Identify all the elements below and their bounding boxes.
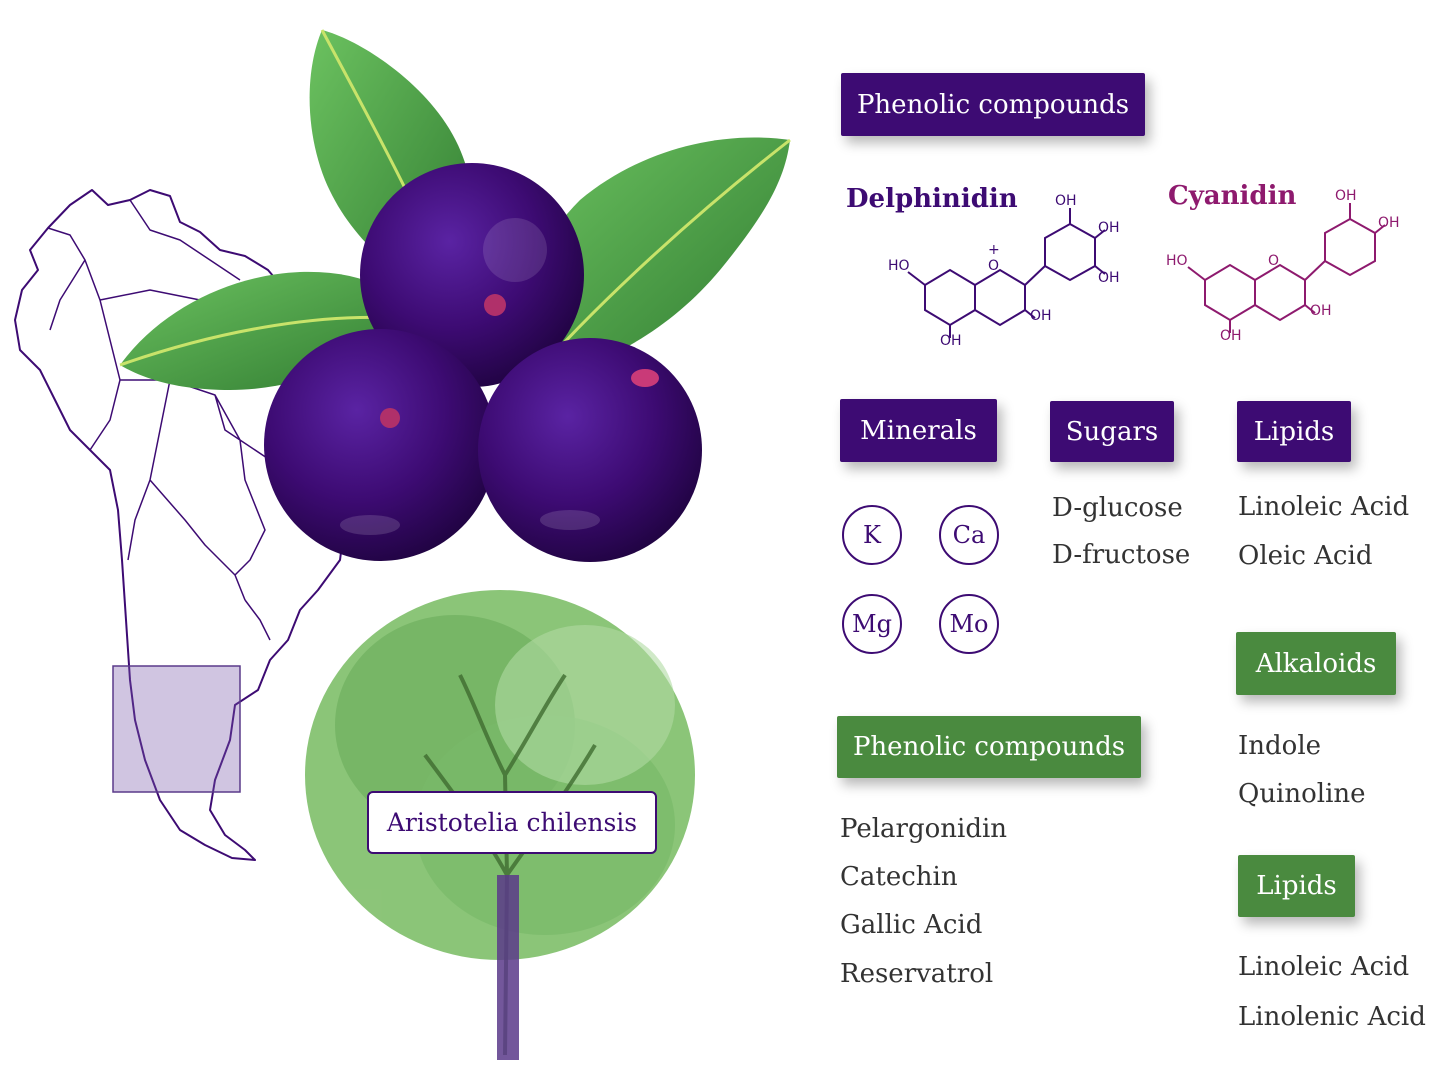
sugar-item: D-glucose xyxy=(1052,493,1183,523)
tree-trunk xyxy=(497,875,519,1060)
berry-lipid-item: Oleic Acid xyxy=(1238,541,1373,571)
berry-right xyxy=(478,338,702,562)
continent-outline xyxy=(14,189,346,861)
tree-illustration xyxy=(305,590,695,1060)
highlighted-region xyxy=(112,665,241,793)
sugar-item: D-fructose xyxy=(1052,540,1191,570)
delphinidin-ring-o: O xyxy=(988,258,999,274)
berry-left xyxy=(264,329,496,561)
delphinidin-oh-top: OH xyxy=(1055,193,1077,209)
alkaloids-heading: Alkaloids xyxy=(1236,632,1396,695)
leaf-lipid-item: Linolenic Acid xyxy=(1238,1002,1426,1032)
cyanidin-oh-top: OH xyxy=(1335,188,1357,204)
leaf-lipid-item: Linoleic Acid xyxy=(1238,952,1410,982)
delphinidin-oh-right1: OH xyxy=(1098,220,1120,236)
leaf-phenolic-item: Pelargonidin xyxy=(840,814,1008,844)
mineral-mo: Mo xyxy=(939,594,999,654)
cyanidin-oh-right: OH xyxy=(1378,215,1400,231)
south-america-map xyxy=(14,189,346,861)
delphinidin-oh-bottom: OH xyxy=(940,333,962,349)
species-label: Aristotelia chilensis xyxy=(367,791,657,854)
berry-phenolics-heading: Phenolic compounds xyxy=(841,73,1145,136)
leaf-phenolics-heading: Phenolic compounds xyxy=(837,716,1141,778)
leaf-phenolic-item: Gallic Acid xyxy=(840,910,983,940)
alkaloid-item: Quinoline xyxy=(1238,779,1366,809)
berry-top xyxy=(360,163,584,387)
delphinidin-oh-mid: OH xyxy=(1030,308,1052,324)
leaf-phenolic-item: Reservatrol xyxy=(840,959,994,989)
berry-lipids-heading: Lipids xyxy=(1237,401,1351,462)
cyanidin-oh-bottom: OH xyxy=(1220,328,1242,344)
berry-illustration xyxy=(119,29,791,562)
minerals-heading: Minerals xyxy=(840,399,997,462)
sugars-heading: Sugars xyxy=(1050,401,1174,462)
leaf-lipids-heading: Lipids xyxy=(1238,855,1355,917)
delphinidin-name: Delphinidin xyxy=(846,184,1018,214)
mineral-ca: Ca xyxy=(939,505,999,565)
cyanidin-name: Cyanidin xyxy=(1168,181,1297,211)
delphinidin-oh-right2: OH xyxy=(1098,270,1120,286)
mineral-mg: Mg xyxy=(842,594,902,654)
cyanidin-ring-o: O xyxy=(1268,253,1279,269)
delphinidin-structure: HO O + OH OH OH OH OH xyxy=(888,193,1120,349)
alkaloid-item: Indole xyxy=(1238,731,1322,761)
mineral-k: K xyxy=(842,505,902,565)
delphinidin-ho: HO xyxy=(888,258,910,274)
delphinidin-charge: + xyxy=(988,242,1000,258)
leaf-phenolic-item: Catechin xyxy=(840,862,958,892)
cyanidin-oh-mid: OH xyxy=(1310,303,1332,319)
cyanidin-ho: HO xyxy=(1166,253,1188,269)
berry-lipid-item: Linoleic Acid xyxy=(1238,492,1410,522)
cyanidin-structure: HO O OH OH OH OH xyxy=(1166,188,1400,344)
